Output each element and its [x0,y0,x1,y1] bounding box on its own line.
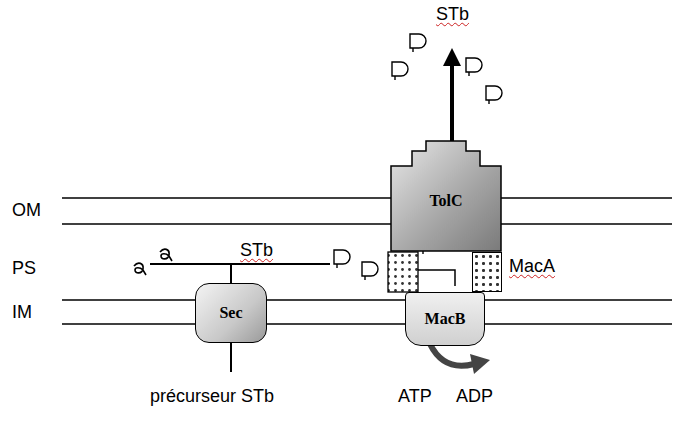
stb-peptide [334,250,350,268]
stb-peptide [410,34,426,52]
stb-label: STb [436,4,469,25]
adp-label: ADP [456,386,493,407]
precursor-path [150,264,330,372]
atp-label: ATP [398,386,432,407]
membrane-label: OM [12,200,41,221]
compartment-label: PS [12,258,36,279]
atp-arrow [430,344,490,374]
macb-transporter: MacB [405,292,485,346]
export-arrow [443,48,461,142]
outer-membrane [62,198,672,224]
stb-peptide [362,262,378,280]
node-label: Sec [219,304,242,322]
channel-line [418,270,455,286]
stb-peptide [466,58,482,76]
tolc-channel: TolC [390,140,502,252]
node-label: MacB [425,310,466,328]
signal-peptide [134,263,146,275]
maca-subunit: MacA [472,252,502,292]
maca-subunit [388,252,418,292]
membrane-label: IM [12,302,32,323]
node-label: TolC [429,192,462,210]
sec-translocon: Sec [195,283,267,343]
signal-peptide [160,249,172,261]
inner-membrane [62,300,672,324]
node-label: MacA [509,257,555,277]
stb-peptide [486,86,502,104]
stb-peptide [392,62,408,80]
stb-label: STb [240,240,273,261]
precursor-label: précurseur STb [150,386,274,407]
